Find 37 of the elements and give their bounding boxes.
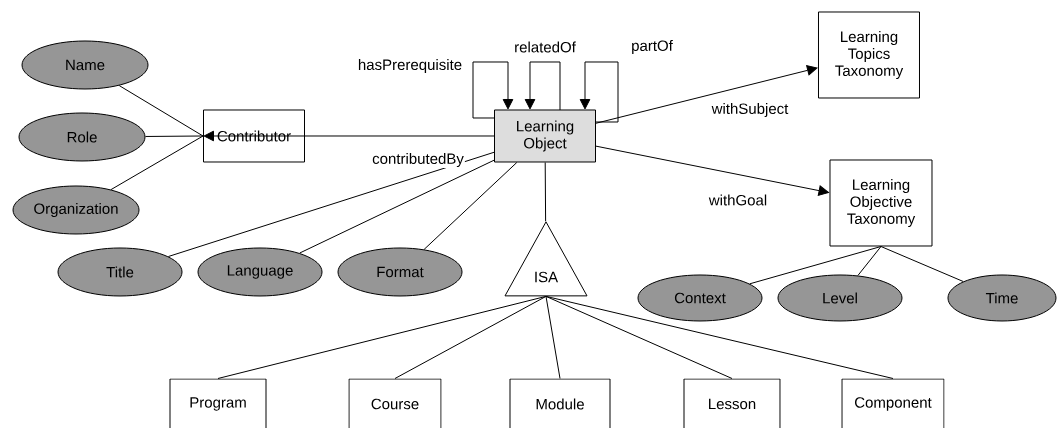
connector — [579, 61, 619, 123]
entity-box: Learning Object — [494, 109, 596, 163]
connector — [145, 135, 204, 137]
connector — [545, 295, 894, 379]
connector — [110, 135, 204, 191]
connector — [857, 246, 882, 276]
entity-box: Module — [509, 378, 611, 428]
edge-label: relatedOf — [513, 40, 577, 54]
connector — [167, 151, 495, 257]
connector — [203, 130, 495, 142]
entity-box: Learning Topics Taxonomy — [818, 11, 920, 99]
connector — [544, 162, 547, 222]
entity-box: Program — [169, 378, 267, 428]
connector — [545, 295, 733, 379]
entity-box: Course — [348, 378, 442, 428]
connector — [118, 85, 204, 137]
edge-label: withGoal — [707, 193, 769, 207]
connector — [217, 295, 547, 379]
connector — [524, 61, 561, 111]
isa-triangle: ISA — [504, 221, 588, 297]
connector — [880, 246, 964, 282]
connector — [423, 162, 518, 250]
connector — [595, 65, 818, 124]
entity-box: Contributor — [203, 109, 305, 163]
edge-label: partOf — [630, 39, 674, 55]
entity-box: Component — [841, 378, 945, 428]
connector — [749, 246, 882, 285]
edge-label: contributedBy — [371, 152, 465, 168]
edge-label: hasPrerequisite — [356, 58, 464, 74]
connector — [299, 159, 495, 254]
connector — [472, 61, 514, 119]
edge-label: withSubject — [710, 102, 790, 118]
entity-box: Learning Objective Taxonomy — [829, 159, 933, 247]
connector — [394, 295, 547, 379]
entity-box: Lesson — [683, 378, 781, 428]
connector — [545, 295, 561, 379]
connector — [595, 145, 829, 196]
